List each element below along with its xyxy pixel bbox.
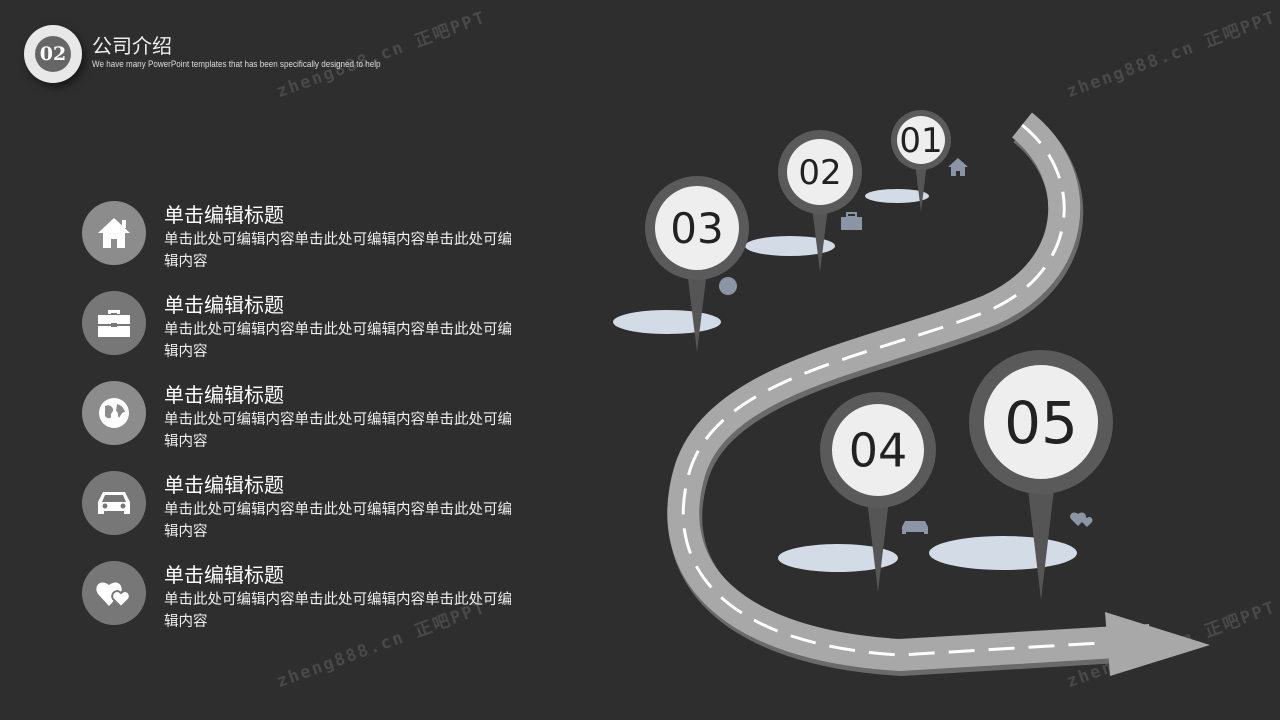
milestone-pin-02: 02 bbox=[745, 130, 862, 272]
list-item: 单击编辑标题 单击此处可编辑内容单击此处可编辑内容单击此处可编辑内容 bbox=[80, 291, 520, 371]
item-title: 单击编辑标题 bbox=[164, 203, 284, 227]
milestone-pin-04: 04 bbox=[778, 392, 936, 592]
list-item: 单击编辑标题 单击此处可编辑内容单击此处可编辑内容单击此处可编辑内容 bbox=[80, 561, 520, 641]
car-icon bbox=[902, 521, 928, 534]
item-desc: 单击此处可编辑内容单击此处可编辑内容单击此处可编辑内容 bbox=[164, 592, 512, 630]
page-title: 公司介绍 bbox=[92, 34, 172, 58]
home-icon bbox=[948, 158, 968, 176]
hearts-icon bbox=[1070, 512, 1093, 527]
briefcase-icon bbox=[841, 212, 862, 230]
road-arrowhead bbox=[1105, 612, 1210, 676]
globe-icon bbox=[82, 381, 146, 445]
globe-icon bbox=[719, 277, 737, 295]
list-item: 单击编辑标题 单击此处可编辑内容单击此处可编辑内容单击此处可编辑内容 bbox=[80, 471, 520, 551]
item-title: 单击编辑标题 bbox=[164, 383, 284, 407]
item-title: 单击编辑标题 bbox=[164, 473, 284, 497]
pin-pointer bbox=[810, 197, 830, 272]
milestone-pin-05: 05 bbox=[929, 350, 1113, 600]
road bbox=[667, 112, 1210, 677]
pin-number: 04 bbox=[849, 424, 908, 478]
item-desc: 单击此处可编辑内容单击此处可编辑内容单击此处可编辑内容 bbox=[164, 322, 512, 360]
milestone-pin-03: 03 bbox=[613, 176, 749, 352]
hearts-icon bbox=[82, 561, 146, 625]
pin-number: 02 bbox=[798, 153, 841, 193]
pin-pointer bbox=[865, 484, 891, 592]
pin-pointer bbox=[1025, 465, 1057, 600]
milestone-pin-01: 01 bbox=[865, 110, 951, 212]
home-icon bbox=[82, 201, 146, 265]
pin-pointer bbox=[914, 158, 928, 212]
briefcase-icon bbox=[82, 291, 146, 355]
pin-number: 05 bbox=[1004, 389, 1078, 457]
pin-number: 03 bbox=[670, 204, 723, 253]
item-desc: 单击此处可编辑内容单击此处可编辑内容单击此处可编辑内容 bbox=[164, 502, 512, 540]
pin-shadow bbox=[865, 189, 929, 203]
list-item: 单击编辑标题 单击此处可编辑内容单击此处可编辑内容单击此处可编辑内容 bbox=[80, 201, 520, 281]
page-subtitle: We have many PowerPoint templates that h… bbox=[92, 59, 381, 70]
item-title: 单击编辑标题 bbox=[164, 563, 284, 587]
item-desc: 单击此处可编辑内容单击此处可编辑内容单击此处可编辑内容 bbox=[164, 232, 512, 270]
item-desc: 单击此处可编辑内容单击此处可编辑内容单击此处可编辑内容 bbox=[164, 412, 512, 450]
pin-shadow bbox=[929, 536, 1077, 570]
pin-shadow bbox=[613, 310, 721, 334]
pin-shadow bbox=[745, 236, 835, 256]
pin-number: 01 bbox=[899, 121, 942, 161]
section-number: 02 bbox=[35, 36, 71, 72]
item-title: 单击编辑标题 bbox=[164, 293, 284, 317]
section-badge: 02 bbox=[24, 25, 82, 83]
list-item: 单击编辑标题 单击此处可编辑内容单击此处可编辑内容单击此处可编辑内容 bbox=[80, 381, 520, 461]
pin-shadow bbox=[778, 544, 898, 572]
pin-pointer bbox=[685, 259, 709, 352]
car-icon bbox=[82, 471, 146, 535]
